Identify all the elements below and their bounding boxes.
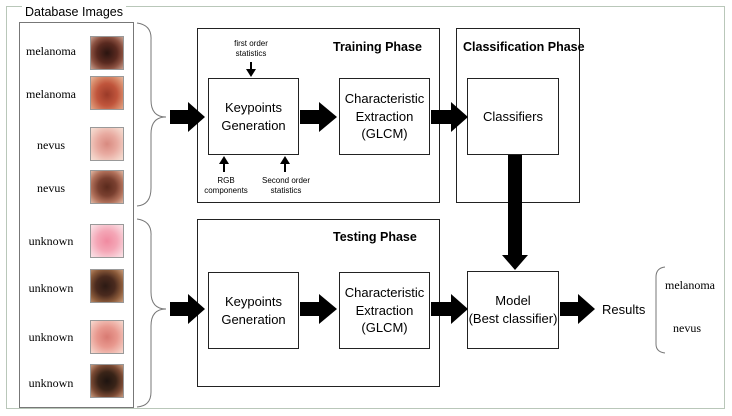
pink-lesion-thumbnail (90, 320, 124, 354)
training-keypoints-box: Keypoints Generation (208, 78, 299, 155)
result-melanoma: melanoma (665, 278, 715, 292)
database-brace-bottom (136, 218, 167, 408)
results-brace (655, 266, 666, 354)
red-lesion-thumbnail (90, 76, 124, 110)
dark-lesion-thumbnail (90, 36, 124, 70)
arrow-keypoints-to-extraction-train (300, 102, 337, 132)
brown-lesion-thumbnail (90, 170, 124, 204)
arrow-model-to-results (560, 294, 595, 324)
testing-phase-title: Testing Phase (333, 230, 417, 244)
image-label: nevus (37, 181, 65, 195)
arrow-keypoints-to-extraction-test (300, 294, 337, 324)
arrow-extraction-to-classifiers (431, 102, 468, 132)
model-box: Model (Best classifier) (467, 271, 559, 349)
testing-keypoints-box: Keypoints Generation (208, 272, 299, 349)
pink-lesion-thumbnail (90, 224, 124, 258)
image-label: melanoma (26, 87, 76, 101)
image-label: unknown (28, 376, 74, 390)
arrow-classifiers-to-model (502, 155, 528, 270)
pink-lesion-thumbnail (90, 127, 124, 161)
database-brace-top (136, 22, 167, 207)
arrow-db-to-training (170, 102, 205, 132)
training-phase-title: Training Phase (333, 40, 422, 54)
image-label: unknown (28, 234, 74, 248)
dark-lesion-thumbnail (90, 364, 124, 398)
dark-lesion-thumbnail (90, 269, 124, 303)
image-label: unknown (28, 281, 74, 295)
training-extraction-box: Characteristic Extraction (GLCM) (339, 78, 430, 155)
image-label: nevus (37, 138, 65, 152)
second-order-label: Second order statistics (261, 176, 311, 195)
testing-extraction-box: Characteristic Extraction (GLCM) (339, 272, 430, 349)
image-label: melanoma (26, 44, 76, 58)
first-order-label: first order statistics (234, 39, 268, 58)
result-nevus: nevus (673, 321, 701, 335)
rgb-components-label: RGB components (204, 176, 248, 195)
image-label: unknown (28, 330, 74, 344)
database-title: Database Images (22, 5, 126, 19)
arrow-extraction-to-model (431, 294, 468, 324)
classifiers-box: Classifiers (467, 78, 559, 155)
arrow-db-to-testing (170, 294, 205, 324)
results-label: Results (602, 302, 646, 317)
classification-phase-title: Classification Phase (463, 40, 585, 54)
diagram-frame (6, 6, 725, 409)
